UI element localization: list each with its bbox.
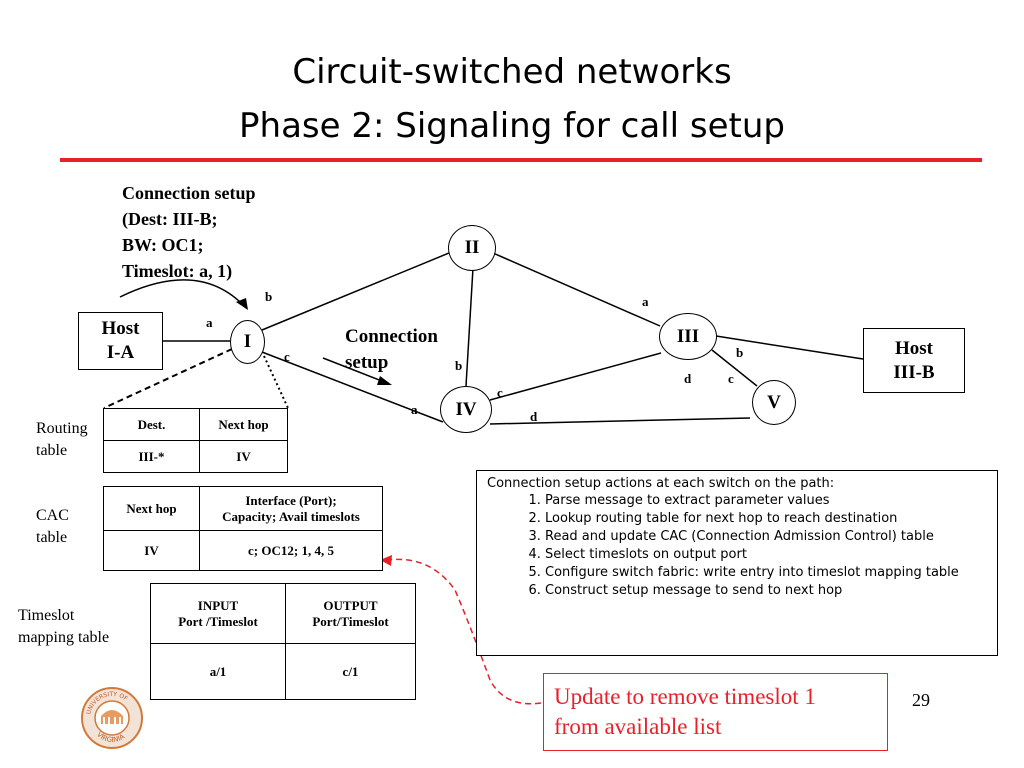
port-label-iv-d: d xyxy=(530,409,538,424)
update-note-line2: from available list xyxy=(554,714,722,739)
port-label-i-b: b xyxy=(265,289,273,304)
setup-action-step: Parse message to extract parameter value… xyxy=(545,493,987,509)
port-label-iv-b: b xyxy=(455,358,463,373)
connection-setup-arrowhead xyxy=(377,376,392,385)
setup-action-step: Configure switch fabric: write entry int… xyxy=(545,565,987,581)
routing-table-label-line1: Routing xyxy=(36,420,88,437)
cac-table-side-label: CAC table xyxy=(36,505,69,549)
setup-message-line4: Timeslot: a, 1) xyxy=(122,261,233,281)
setup-actions-header: Connection setup actions at each switch … xyxy=(487,476,835,491)
host-iiib: Host III-B xyxy=(863,328,965,393)
cac-table: Next hop Interface (Port); Capacity; Ava… xyxy=(103,486,383,571)
zoom-line-left xyxy=(103,348,233,409)
switch-iii: III xyxy=(659,313,717,360)
link-i-ii xyxy=(261,252,450,331)
port-label-ii-a: a xyxy=(642,294,649,309)
link-ii-iii xyxy=(492,252,661,327)
routing-table-side-label: Routing table xyxy=(36,418,88,462)
host-ia-line2: I-A xyxy=(106,342,135,363)
timeslot-table-side-label: Timeslot mapping table xyxy=(18,605,109,649)
port-label-iii-c: c xyxy=(728,371,734,386)
link-iv-v xyxy=(489,417,751,425)
switch-ii: II xyxy=(448,225,496,271)
link-iii-hostiiib xyxy=(715,335,864,360)
link-iii-v xyxy=(711,349,758,387)
routing-table: Dest. Next hop III-* IV xyxy=(103,408,288,473)
note-connector-curve xyxy=(387,558,542,705)
timeslot-header-output-line1: OUTPUT xyxy=(323,597,378,613)
timeslot-header-input: INPUT Port /Timeslot xyxy=(150,583,286,644)
cac-header-interface: Interface (Port); Capacity; Avail timesl… xyxy=(199,486,383,531)
switch-i: I xyxy=(230,320,265,364)
university-seal-icon: UNIVERSITY OF VIRGINIA xyxy=(81,687,143,749)
host-iiib-line1: Host xyxy=(895,337,933,359)
setup-arrowhead xyxy=(236,298,248,310)
cac-table-label-line2: table xyxy=(36,529,68,546)
setup-actions-list: Parse message to extract parameter value… xyxy=(477,493,987,601)
link-ii-iv xyxy=(465,267,474,387)
port-label-iii-b: b xyxy=(736,345,744,360)
update-note: Update to remove timeslot 1 from availab… xyxy=(543,673,888,751)
setup-message: Connection setup (Dest: III-B; BW: OC1; … xyxy=(122,180,256,284)
setup-message-line3: BW: OC1; xyxy=(122,235,204,255)
connection-setup-label: Connection setup xyxy=(345,324,438,376)
slide-title-line2: Phase 2: Signaling for call setup xyxy=(239,106,785,146)
setup-message-line1: Connection setup xyxy=(122,183,256,203)
setup-action-step: Read and update CAC (Connection Admissio… xyxy=(545,529,987,545)
port-label-i-a: a xyxy=(206,315,213,330)
link-i-iv xyxy=(261,351,444,423)
slide-title-line1: Circuit-switched networks xyxy=(292,52,732,92)
title-underline xyxy=(60,158,982,162)
setup-action-step: Construct setup message to send to next … xyxy=(545,583,987,599)
timeslot-header-output: OUTPUT Port/Timeslot xyxy=(285,583,416,644)
page-number: 29 xyxy=(912,690,930,710)
cac-cell-nexthop: IV xyxy=(103,530,200,571)
timeslot-table-label-line1: Timeslot xyxy=(18,607,75,624)
timeslot-cell-output: c/1 xyxy=(285,643,416,700)
port-label-iv-c: c xyxy=(497,385,503,400)
host-ia: Host I-A xyxy=(78,312,163,370)
connection-setup-line2: setup xyxy=(345,352,389,373)
timeslot-table-label-line2: mapping table xyxy=(18,629,110,646)
cac-header-interface-line2: Capacity; Avail timeslots xyxy=(222,508,360,524)
connection-setup-line1: Connection xyxy=(345,326,438,347)
port-label-i-c: c xyxy=(284,349,290,364)
routing-table-label-line2: table xyxy=(36,442,68,459)
switch-v: V xyxy=(752,380,796,425)
setup-message-arrow xyxy=(119,279,247,309)
setup-action-step: Select timeslots on output port xyxy=(545,547,987,563)
timeslot-mapping-table: INPUT Port /Timeslot OUTPUT Port/Timeslo… xyxy=(150,583,416,700)
note-connector-arrowhead xyxy=(380,555,392,566)
setup-actions-box: Connection setup actions at each switch … xyxy=(476,470,998,656)
timeslot-header-input-line1: INPUT xyxy=(197,597,239,613)
cac-table-label-line1: CAC xyxy=(36,507,69,524)
routing-header-dest: Dest. xyxy=(103,408,200,441)
routing-cell-dest: III-* xyxy=(103,440,200,473)
update-note-line1: Update to remove timeslot 1 xyxy=(554,684,816,709)
cac-header-interface-line1: Interface (Port); xyxy=(245,492,337,508)
cac-cell-interface: c; OC12; 1, 4, 5 xyxy=(199,530,383,571)
host-iiib-line2: III-B xyxy=(893,361,935,383)
timeslot-header-output-line2: Port/Timeslot xyxy=(312,613,389,629)
routing-cell-nexthop: IV xyxy=(199,440,288,473)
routing-header-nexthop: Next hop xyxy=(199,408,288,441)
switch-iv: IV xyxy=(440,386,492,433)
cac-header-nexthop: Next hop xyxy=(103,486,200,531)
link-iv-iii xyxy=(489,352,662,401)
setup-message-line2: (Dest: III-B; xyxy=(122,209,218,229)
timeslot-cell-input: a/1 xyxy=(150,643,286,700)
setup-action-step: Lookup routing table for next hop to rea… xyxy=(545,511,987,527)
host-ia-line1: Host xyxy=(101,318,140,339)
timeslot-header-input-line2: Port /Timeslot xyxy=(178,613,258,629)
port-label-iv-a: a xyxy=(411,402,418,417)
port-label-iii-d: d xyxy=(684,371,692,386)
connection-setup-arrow xyxy=(322,357,388,384)
